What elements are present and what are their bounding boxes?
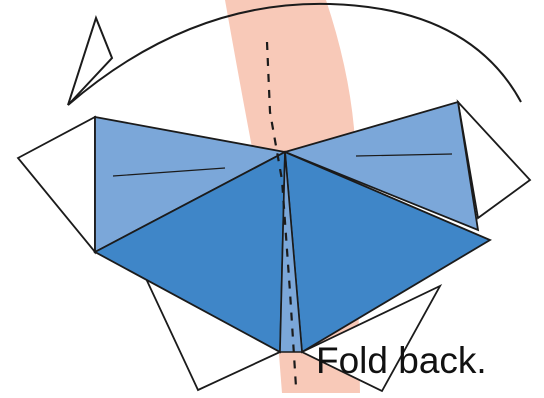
right-white-flap (456, 99, 532, 220)
right-light-wing (282, 100, 480, 232)
left-wing-crease (112, 167, 226, 177)
left-white-flap (16, 115, 96, 255)
instruction-caption: Fold back. (316, 340, 487, 381)
rotation-arrow (67, 2, 522, 106)
bottom-right-white-flap (299, 283, 443, 393)
rotation-arrowhead (67, 15, 114, 106)
center-strip (279, 151, 303, 353)
right-wing-crease (355, 153, 453, 157)
